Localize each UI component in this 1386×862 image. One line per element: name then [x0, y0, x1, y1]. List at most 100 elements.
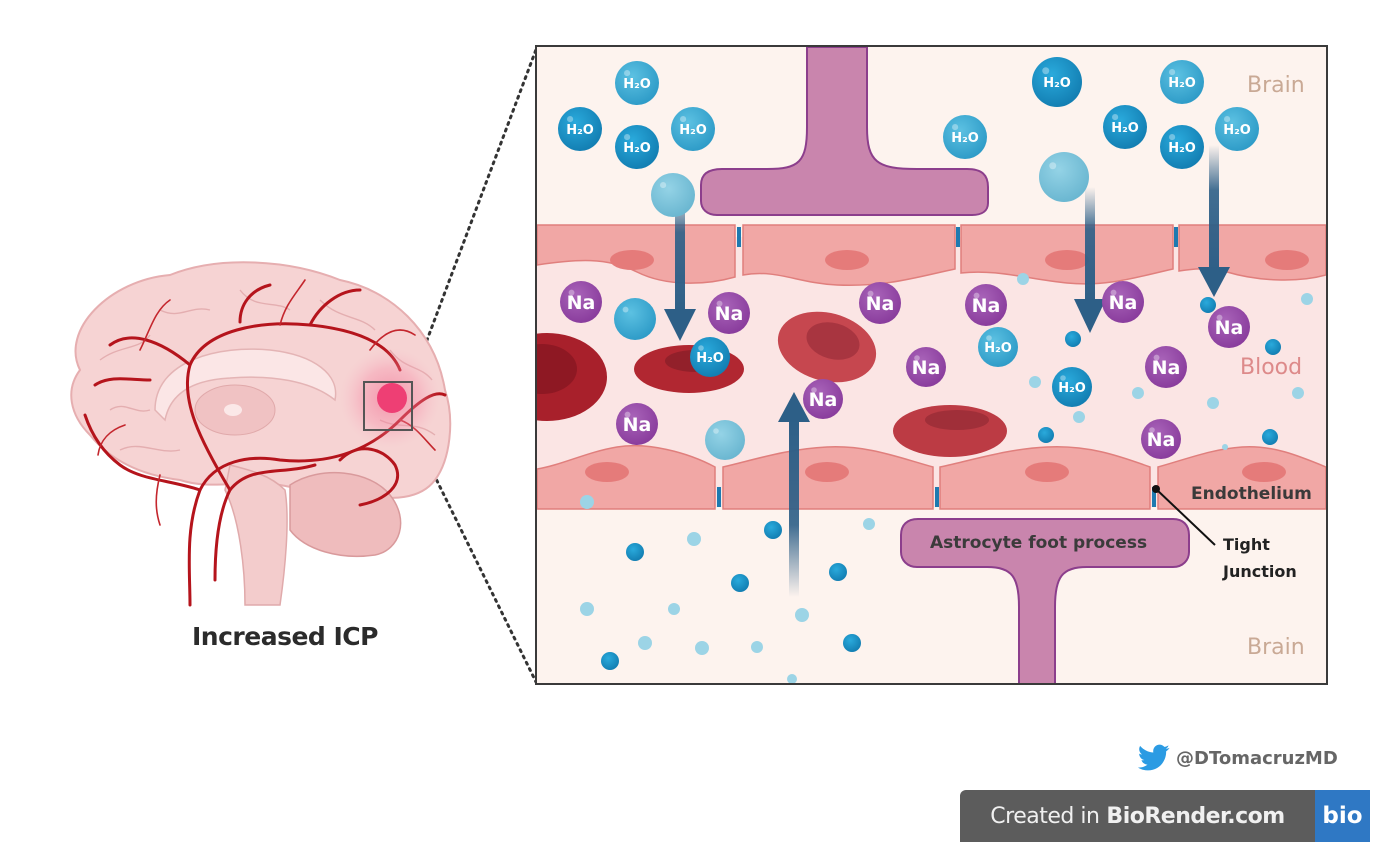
sodium-ion: Na [965, 284, 1007, 326]
sodium-label: Na [1109, 292, 1138, 314]
water-particle [580, 495, 594, 509]
water-particle [695, 641, 709, 655]
water-particle [1222, 444, 1228, 450]
water-particle [795, 608, 809, 622]
water-label: H₂O [1223, 123, 1251, 138]
brand-name: BioRender.com [1106, 803, 1285, 829]
water-particle [1065, 331, 1081, 347]
water-particle [601, 652, 619, 670]
sodium-label: Na [715, 303, 744, 325]
water-molecule: H₂O [1160, 60, 1204, 104]
water-label: H₂O [566, 123, 594, 138]
water-particle [1301, 293, 1313, 305]
flow-arrows [664, 145, 1230, 597]
sodium-ion: Na [560, 281, 602, 323]
tight-junction [935, 487, 939, 507]
label-tight-junction: Tight Junction [1223, 531, 1297, 585]
water-particle [626, 543, 644, 561]
water-particle [1073, 411, 1085, 423]
water-label: H₂O [623, 77, 651, 92]
sodium-label: Na [1215, 317, 1244, 339]
tight-label-line2: Junction [1223, 562, 1297, 581]
sodium-label: Na [912, 357, 941, 379]
twitter-handle: @DTomacruzMD [1176, 747, 1338, 769]
water-molecule [705, 420, 745, 460]
sodium-label: Na [809, 389, 838, 411]
water-molecule: H₂O [943, 115, 987, 159]
water-label: H₂O [623, 141, 651, 156]
label-astrocyte: Astrocyte foot process [930, 533, 1148, 553]
tight-junction [1174, 227, 1178, 247]
water-particle [751, 641, 763, 653]
water-particle [687, 532, 701, 546]
endothelium-top [537, 224, 1326, 287]
sodium-ion: Na [859, 282, 901, 324]
zoom-box [363, 381, 413, 431]
sodium-ion: Na [803, 379, 843, 419]
cerebellum [289, 472, 402, 557]
sodium-label: Na [567, 292, 596, 314]
water-molecule: H₂O [1103, 105, 1147, 149]
sodium-ion: Na [708, 292, 750, 334]
water-molecule: H₂O [671, 107, 715, 151]
astrocyte-foot-process-bottom [900, 518, 1190, 683]
water-molecule [651, 173, 695, 217]
water-label: H₂O [984, 341, 1012, 356]
water-molecule: H₂O [690, 337, 730, 377]
water-molecule: H₂O [1052, 367, 1092, 407]
figure-title: Increased ICP [192, 622, 378, 651]
tight-label-line1: Tight [1223, 535, 1270, 554]
water-molecule: H₂O [1032, 57, 1082, 107]
water-particle [1029, 376, 1041, 388]
water-particle [1132, 387, 1144, 399]
astrocyte-foot-process-top [700, 47, 989, 216]
cerebrum [70, 261, 452, 499]
tight-junction [717, 487, 721, 507]
water-particle [787, 674, 797, 683]
tight-junction [956, 227, 960, 247]
label-brain-top: Brain [1247, 73, 1305, 98]
water-molecule: H₂O [978, 327, 1018, 367]
water-molecule: H₂O [1215, 107, 1259, 151]
twitter-bird-icon [1138, 744, 1170, 771]
water-label: H₂O [1168, 141, 1196, 156]
lesion [377, 383, 407, 413]
water-particle [731, 574, 749, 592]
water-particle [668, 603, 680, 615]
water-label: H₂O [696, 351, 724, 366]
sodium-ion: Na [906, 347, 946, 387]
water-particle [580, 602, 594, 616]
biorender-badge[interactable]: Created in BioRender.com bio [960, 790, 1370, 842]
tight-junction [737, 227, 741, 247]
sodium-ion: Na [616, 403, 658, 445]
water-particle [843, 634, 861, 652]
water-particle [1262, 429, 1278, 445]
water-label: H₂O [951, 131, 979, 146]
sodium-ion: Na [1208, 306, 1250, 348]
biorender-text: Created in BioRender.com [960, 790, 1315, 842]
label-endothelium: Endothelium [1191, 484, 1312, 504]
brain-illustration [70, 261, 452, 607]
endothelium-bottom [537, 444, 1326, 510]
corpus-callosum [154, 348, 337, 422]
water-label: H₂O [1111, 121, 1139, 136]
sodium-ion: Na [1102, 281, 1144, 323]
water-label: H₂O [1168, 76, 1196, 91]
water-particle [1207, 397, 1219, 409]
water-particle [829, 563, 847, 581]
water-particle [1265, 339, 1281, 355]
water-label: H₂O [679, 123, 707, 138]
water-particle [1017, 273, 1029, 285]
water-label: H₂O [1043, 76, 1071, 91]
twitter-credit: @DTomacruzMD [1138, 742, 1338, 774]
created-in-label: Created in [990, 803, 1100, 829]
water-molecule [614, 298, 656, 340]
water-label: H₂O [1058, 381, 1086, 396]
sodium-ion: Na [1145, 346, 1187, 388]
label-blood: Blood [1240, 355, 1303, 380]
sodium-label: Na [623, 414, 652, 436]
water-molecule: H₂O [615, 61, 659, 105]
sodium-ion: Na [1141, 419, 1181, 459]
water-particle [863, 518, 875, 530]
